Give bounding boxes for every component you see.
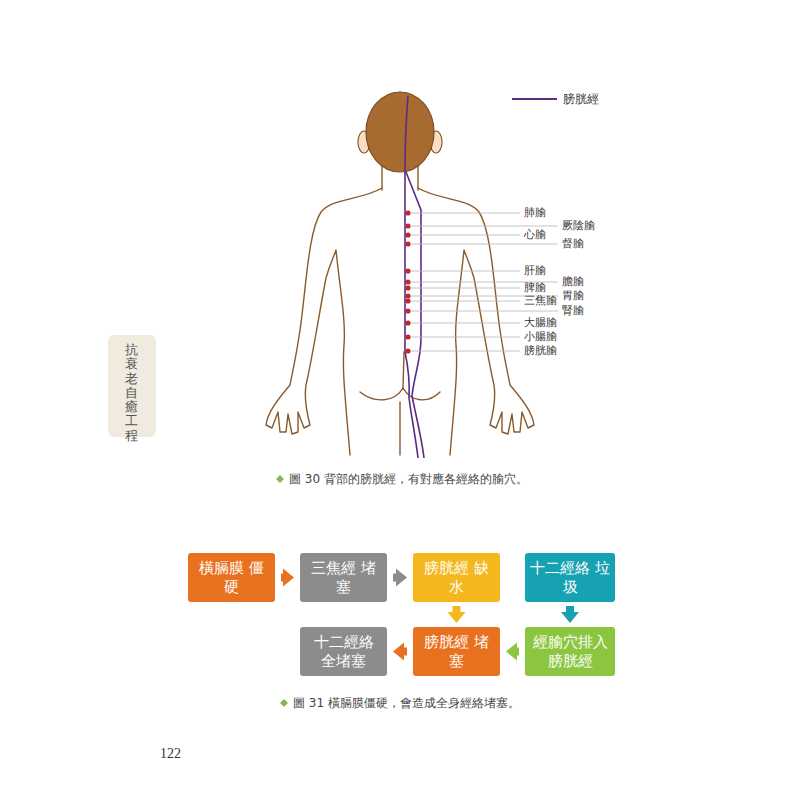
flow-arrow [393, 643, 407, 661]
leader-lines [405, 210, 558, 353]
process-box: 十二經絡 全堵塞 [300, 627, 387, 676]
arrow-head [283, 569, 294, 587]
arrow-head [393, 643, 404, 661]
legend-line [512, 98, 557, 100]
acupoint-dot [405, 210, 410, 215]
acupoint-label: 厥陰腧 [562, 219, 595, 233]
flow-arrow [393, 569, 407, 587]
acupoint-dot [405, 232, 410, 237]
leader-line [411, 323, 520, 324]
box-text: 三焦經 堵塞 [305, 559, 382, 597]
acupoint-label: 脾腧 [524, 281, 546, 295]
caption-bullet [280, 699, 288, 707]
arrow-head [506, 643, 517, 661]
acupoint-dot [405, 293, 410, 298]
bladder-meridian [405, 96, 424, 458]
arrow-shaft [453, 606, 461, 613]
leader-line [411, 244, 558, 245]
figure-caption: 圖 31 橫膈膜僵硬，會造成全身經絡堵塞。 [293, 695, 520, 711]
box-text: 經腧穴排入 膀胱經 [530, 633, 610, 671]
flow-arrow [281, 569, 294, 587]
caption-bullet [276, 475, 284, 483]
leader-line [411, 213, 520, 214]
box-text: 十二經絡 全堵塞 [305, 633, 382, 671]
process-box: 橫膈膜 僵硬 [188, 553, 275, 602]
acupoint-dot [405, 308, 410, 313]
acupoint-label: 大腸腧 [524, 316, 557, 330]
process-box: 十二經絡 垃圾 [525, 553, 615, 602]
box-text: 膀胱經 缺水 [418, 559, 495, 597]
acupoint-label: 膽腧 [562, 275, 584, 289]
figure-caption: 圖 30 背部的膀胱經，有對應各經絡的腧穴。 [289, 471, 528, 487]
hair [366, 92, 434, 172]
leader-line [411, 235, 520, 236]
leader-line [411, 226, 558, 227]
arrow-shaft [566, 606, 574, 613]
acupoint-dot [405, 348, 410, 353]
process-box: 三焦經 堵塞 [300, 553, 387, 602]
box-text: 橫膈膜 僵硬 [193, 559, 270, 597]
flow-arrow [506, 643, 519, 661]
acupoint-dot [405, 268, 410, 273]
process-box: 膀胱經 堵塞 [413, 627, 500, 676]
leader-line [411, 301, 520, 302]
process-box: 膀胱經 缺水 [413, 553, 500, 602]
acupoint-dot [405, 298, 410, 303]
acupoint-dot [405, 320, 410, 325]
acupoint-dot [405, 279, 410, 284]
flow-arrow [448, 606, 466, 623]
acupoint-label: 三焦腧 [524, 294, 557, 308]
acupoint-dot [405, 334, 410, 339]
box-text: 膀胱經 堵塞 [418, 633, 495, 671]
leader-line [411, 351, 520, 352]
arrow-head [448, 612, 466, 623]
body-outline [266, 165, 534, 455]
arrow-head [561, 612, 579, 623]
box-text: 十二經絡 垃圾 [530, 559, 610, 597]
acupoint-label: 心腧 [524, 228, 546, 242]
leader-line [411, 337, 520, 338]
process-box: 經腧穴排入 膀胱經 [525, 627, 615, 676]
leader-line [411, 311, 558, 312]
acupoint-label: 督腧 [562, 237, 584, 251]
acupoint-label: 肝腧 [524, 264, 546, 278]
acupoint-dot [405, 241, 410, 246]
acupoint-label: 肺腧 [524, 206, 546, 220]
flow-arrow [561, 606, 579, 623]
side-tab-text: 抗衰老自癒工程 [125, 343, 138, 443]
leader-line [411, 271, 520, 272]
acupoint-label: 膀胱腧 [524, 344, 557, 358]
leader-line [411, 288, 520, 289]
acupoint-dot [405, 285, 410, 290]
acupoint-label: 小腸腧 [524, 330, 557, 344]
arrow-head [396, 569, 407, 587]
acupoint-label: 腎腧 [562, 304, 584, 318]
acupoint-dot [405, 223, 410, 228]
acupoint-label: 胃腧 [562, 289, 584, 303]
legend-text: 膀胱經 [563, 91, 599, 107]
page-number: 122 [160, 746, 181, 762]
